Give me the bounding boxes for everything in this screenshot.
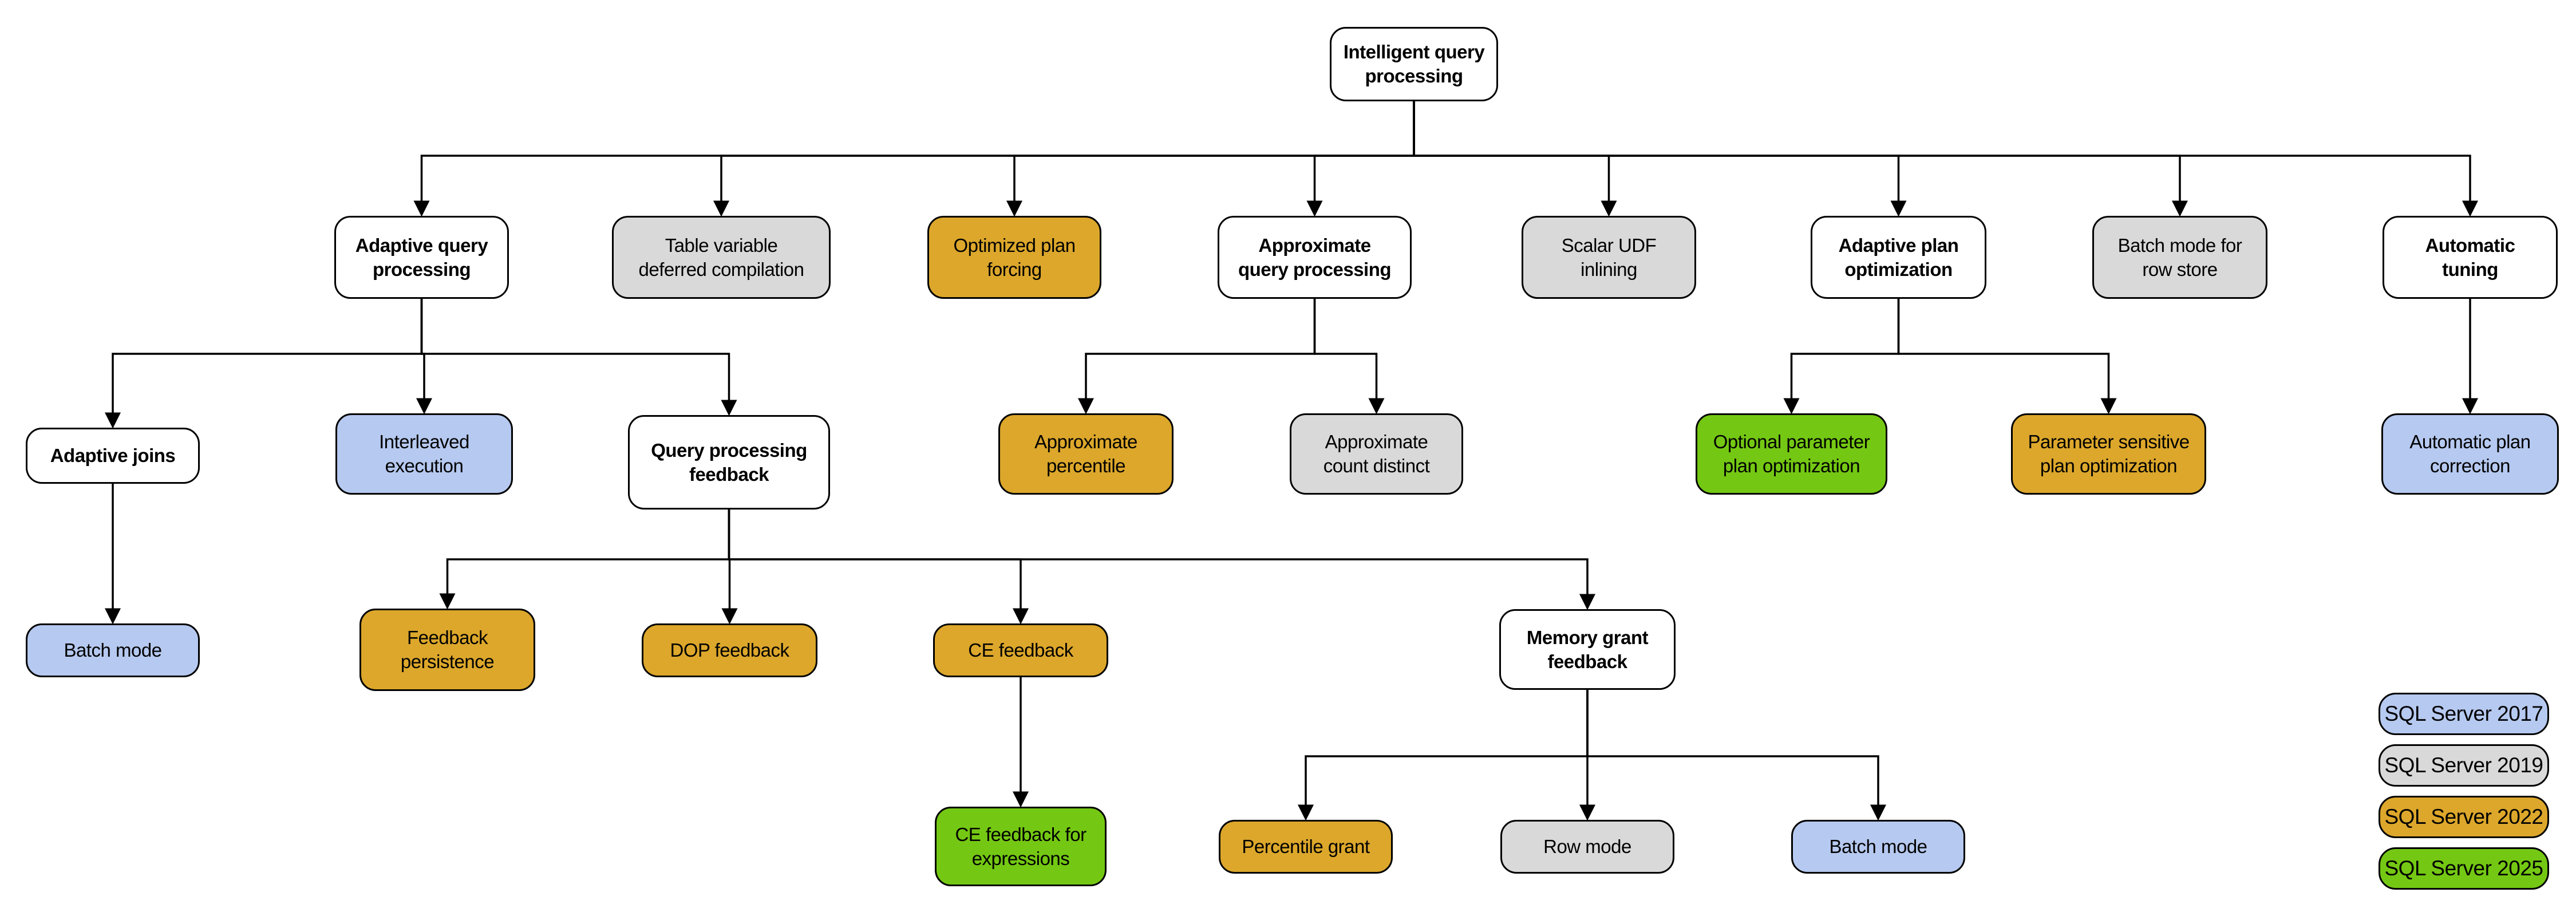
edge-intelligent-query-processing-to-scalar-udf-inlining	[1413, 101, 1617, 217]
edge-approximate-query-processing-to-approximate-count-distinct	[1313, 299, 1385, 414]
node-ce-feedback-for-expressions: CE feedback for expressions	[935, 807, 1107, 886]
node-automatic-plan-correction: Automatic plan correction	[2381, 413, 2559, 495]
edge-intelligent-query-processing-to-optimized-plan-forcing	[1006, 101, 1415, 217]
node-approximate-count-distinct: Approximate count distinct	[1290, 413, 1463, 495]
node-batch-mode-adaptive-joins: Batch mode	[26, 623, 200, 677]
node-optional-parameter-plan-optimization: Optional parameter plan optimization	[1696, 413, 1887, 495]
node-automatic-tuning: Automatic tuning	[2383, 216, 2558, 299]
edge-query-processing-feedback-to-memory-grant-feedback	[728, 510, 1595, 610]
node-batch-mode-memory-grant: Batch mode	[1791, 820, 1965, 874]
edge-intelligent-query-processing-to-approximate-query-processing	[1306, 101, 1415, 217]
node-adaptive-plan-optimization: Adaptive plan optimization	[1811, 216, 1986, 299]
edge-query-processing-feedback-to-feedback-persistence	[439, 510, 730, 610]
node-parameter-sensitive-plan-optimization: Parameter sensitive plan optimization	[2011, 413, 2206, 495]
edge-intelligent-query-processing-to-batch-mode-for-row-store	[1413, 101, 2188, 217]
edge-intelligent-query-processing-to-automatic-tuning	[1413, 101, 2478, 217]
edge-memory-grant-feedback-to-batch-mode-memory-grant	[1586, 690, 1886, 821]
node-adaptive-joins: Adaptive joins	[26, 428, 200, 484]
edge-approximate-query-processing-to-approximate-percentile	[1078, 299, 1316, 414]
edge-adaptive-query-processing-to-adaptive-joins	[105, 299, 423, 429]
edge-adaptive-plan-optimization-to-parameter-sensitive-plan-optimization	[1897, 299, 2117, 414]
node-optimized-plan-forcing: Optimized plan forcing	[927, 216, 1101, 299]
node-scalar-udf-inlining: Scalar UDF inlining	[1522, 216, 1696, 299]
node-adaptive-query-processing: Adaptive query processing	[334, 216, 509, 299]
node-table-variable-deferred-compilation: Table variable deferred compilation	[612, 216, 831, 299]
edge-intelligent-query-processing-to-table-variable-deferred-compilation	[713, 101, 1415, 217]
node-approximate-query-processing: Approximate query processing	[1218, 216, 1412, 299]
node-ce-feedback: CE feedback	[933, 623, 1108, 677]
node-feedback-persistence: Feedback persistence	[359, 609, 535, 691]
node-percentile-grant: Percentile grant	[1219, 820, 1393, 874]
edge-adaptive-plan-optimization-to-optional-parameter-plan-optimization	[1783, 299, 1900, 414]
legend-item-sql-server-2019: SQL Server 2019	[2379, 744, 2549, 787]
edge-intelligent-query-processing-to-adaptive-plan-optimization	[1413, 101, 1907, 217]
node-memory-grant-feedback: Memory grant feedback	[1499, 609, 1676, 690]
legend-item-sql-server-2017: SQL Server 2017	[2379, 693, 2549, 735]
legend-item-sql-server-2022: SQL Server 2022	[2379, 796, 2549, 838]
edge-query-processing-feedback-to-ce-feedback	[728, 510, 1029, 625]
node-dop-feedback: DOP feedback	[642, 623, 817, 677]
node-query-processing-feedback: Query processing feedback	[628, 415, 830, 510]
node-approximate-percentile: Approximate percentile	[998, 413, 1174, 495]
edge-memory-grant-feedback-to-percentile-grant	[1298, 690, 1589, 821]
legend-item-sql-server-2025: SQL Server 2025	[2379, 847, 2549, 890]
node-interleaved-execution: Interleaved execution	[335, 413, 513, 495]
node-row-mode: Row mode	[1500, 820, 1674, 874]
edge-intelligent-query-processing-to-adaptive-query-processing	[413, 101, 1415, 217]
node-intelligent-query-processing: Intelligent query processing	[1330, 27, 1498, 101]
node-batch-mode-for-row-store: Batch mode for row store	[2092, 216, 2267, 299]
edge-adaptive-query-processing-to-query-processing-feedback	[420, 299, 737, 416]
